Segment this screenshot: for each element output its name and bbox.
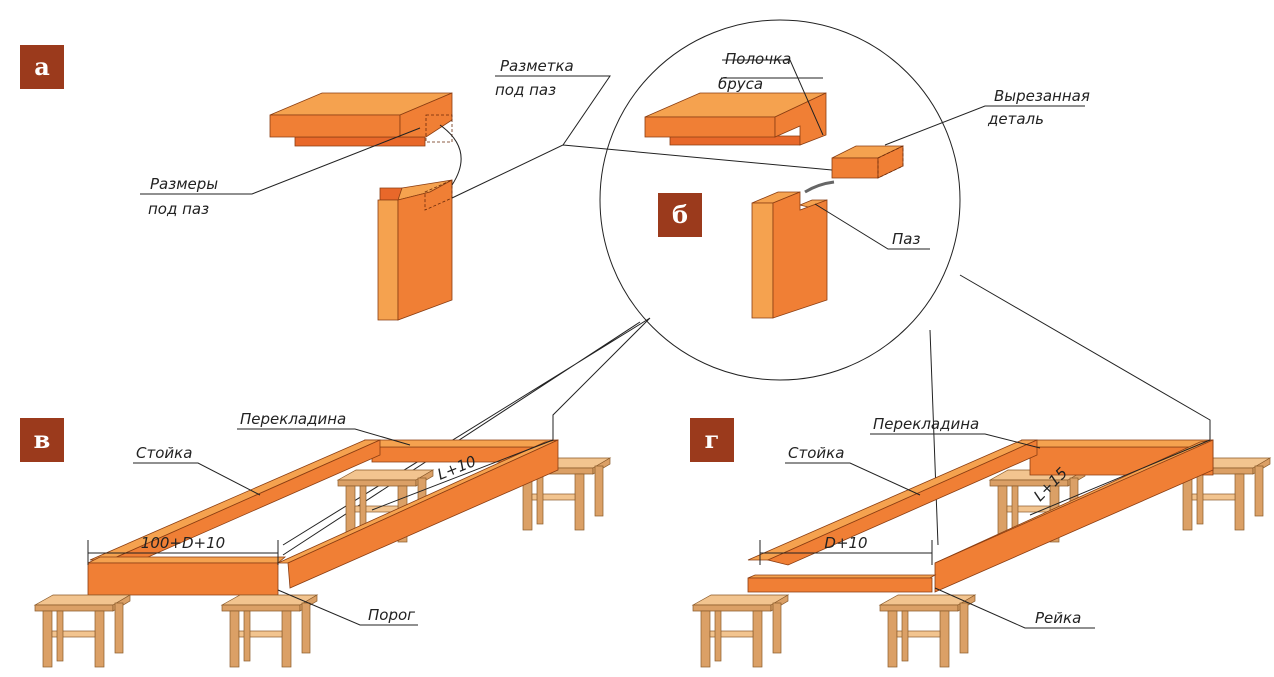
leader-shelf <box>721 59 824 136</box>
dim-line-width-g <box>759 540 933 565</box>
label-groove: Паз <box>892 230 920 248</box>
label-post-g: Стойка <box>788 444 844 462</box>
detail-leaders-v <box>282 317 651 556</box>
dim-width-g: D+10 <box>824 534 867 552</box>
panel-v-frame <box>34 439 611 668</box>
leader-post-v <box>133 462 261 496</box>
leader-post-g <box>785 462 921 496</box>
panel-badge-a: а <box>20 45 64 89</box>
panel-a-crossbar-part <box>269 92 453 147</box>
panel-badge-b: б <box>658 193 702 237</box>
label-post-v: Стойка <box>136 444 192 462</box>
svg-text:г: г <box>705 425 720 454</box>
label-marking-2: под паз <box>495 81 556 99</box>
label-dimensions-2: под паз <box>148 200 209 218</box>
panel-b-post-part <box>751 191 828 319</box>
dim-line-width-v <box>87 540 279 565</box>
label-shelf: Полочка <box>725 50 791 68</box>
panel-b-crossbar-part <box>644 92 827 146</box>
magnifier-circle <box>599 19 961 381</box>
label-cut-piece: Вырезанная <box>994 87 1090 105</box>
label-marking: Разметка <box>500 57 574 75</box>
label-crossbar-v: Перекладина <box>240 410 346 428</box>
svg-text:б: б <box>672 200 688 229</box>
panel-b-cut-piece <box>804 145 904 194</box>
leader-rail <box>934 587 1095 629</box>
label-threshold: Порог <box>368 606 415 624</box>
panel-g-frame <box>692 439 1271 668</box>
svg-text:а: а <box>34 52 50 81</box>
arrow-icon <box>804 180 835 194</box>
dim-line-length-g <box>1029 439 1211 516</box>
label-rail: Рейка <box>1035 609 1081 627</box>
leader-crossbar-v <box>237 428 411 446</box>
leader-groove <box>814 203 930 250</box>
leader-dimensions <box>140 127 421 195</box>
leader-threshold <box>277 589 418 626</box>
label-shelf-2: бруса <box>718 75 763 93</box>
panel-badge-v: в <box>20 418 64 462</box>
leader-crossbar-g <box>870 433 1041 449</box>
label-crossbar-g: Перекладина <box>873 415 979 433</box>
label-dimensions: Размеры <box>150 175 218 193</box>
detail-leaders-g <box>929 274 1211 546</box>
panel-badge-g: г <box>690 418 734 462</box>
dim-width-v: 100+D+10 <box>141 534 225 552</box>
panel-a-post-part <box>377 124 462 321</box>
dim-line-length-v <box>371 439 554 511</box>
leader-marking <box>451 75 833 199</box>
svg-text:в: в <box>34 425 51 454</box>
label-cut-piece-2: деталь <box>987 110 1044 128</box>
leader-cut-piece <box>884 105 1085 146</box>
